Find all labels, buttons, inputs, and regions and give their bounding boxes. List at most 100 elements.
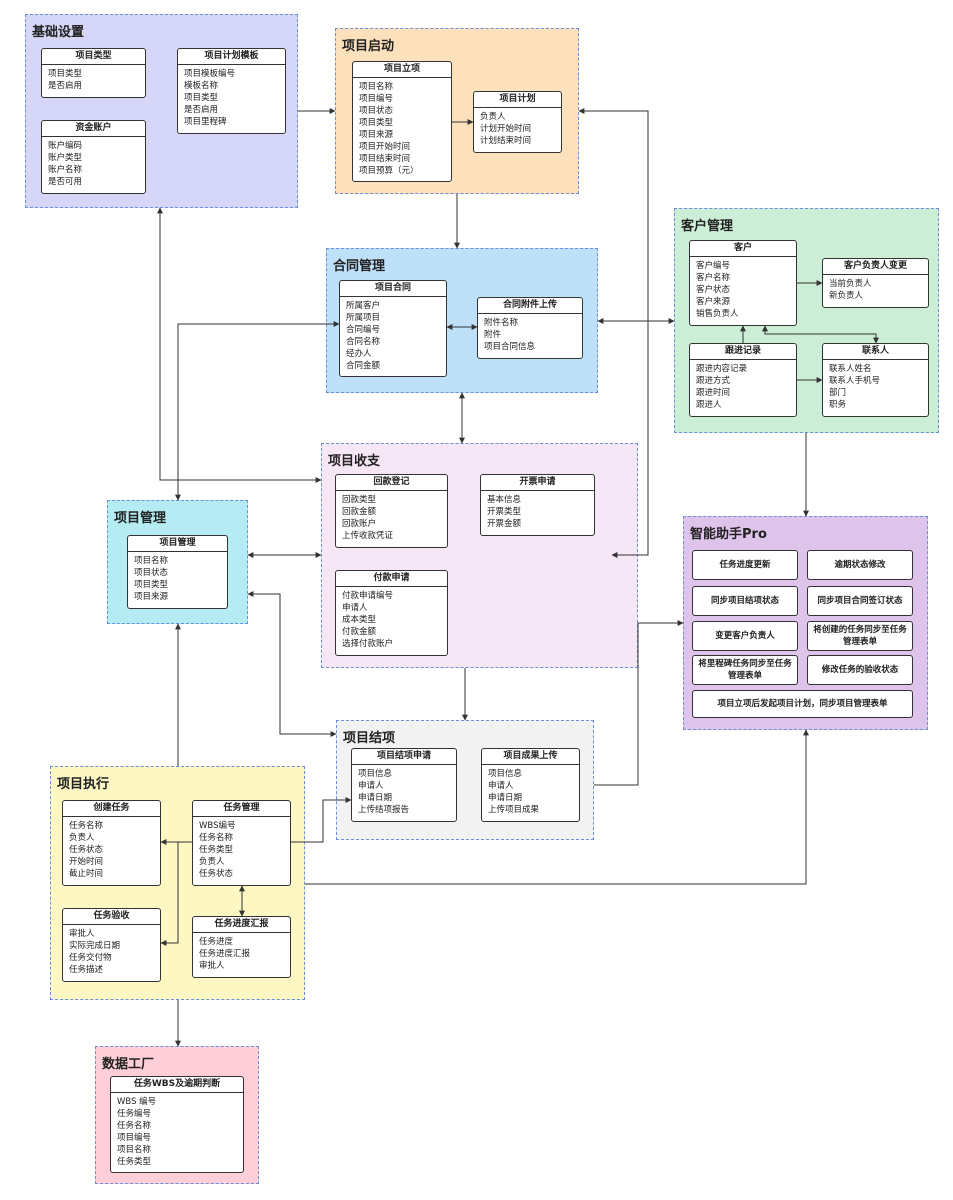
sync-contract-sign-button[interactable]: 同步项目合同签订状态 <box>807 586 913 616</box>
change-customer-owner-button[interactable]: 变更客户负责人 <box>692 621 798 651</box>
entity-attribute: 回款账户 <box>342 519 377 529</box>
entity-attribute: 上传结项报告 <box>358 805 410 815</box>
entity-attribute: 任务名称 <box>117 1121 152 1131</box>
entity-attribute: 回款金额 <box>342 507 377 517</box>
entity-attribute: 项目里程碑 <box>184 117 227 127</box>
entity-owner-change: 客户负责人变更 当前负责人新负责人 <box>822 258 929 308</box>
entity-title: 客户负责人变更 <box>823 259 928 275</box>
entity-attribute: 所属客户 <box>346 301 381 311</box>
entity-attribute: 账户名称 <box>48 165 83 175</box>
entity-attribute: 申请人 <box>488 781 514 791</box>
entity-attribute: 项目信息 <box>358 769 393 779</box>
entity-attribute: 附件 <box>484 330 502 340</box>
entity-attribute: 负责人 <box>480 112 506 122</box>
entity-title: 付款申请 <box>336 571 447 587</box>
entity-attribute: 开票类型 <box>487 507 522 517</box>
plan-after-setup-button[interactable]: 项目立项后发起项目计划，同步项目管理表单 <box>692 690 913 718</box>
entity-attribute: 项目类型 <box>184 93 219 103</box>
entity-create-task: 创建任务 任务名称负责人任务状态开始时间截止时间 <box>62 800 161 886</box>
entity-payment-record: 回款登记 回款类型回款金额回款账户上传收款凭证 <box>335 474 448 548</box>
entity-attribute: 经办人 <box>346 349 372 359</box>
entity-attribute: 项目类型 <box>48 69 83 79</box>
edge-closing-assistant <box>594 620 684 786</box>
entity-attribute: 基本信息 <box>487 495 522 505</box>
entity-title: 项目计划 <box>474 92 561 108</box>
sync-created-tasks-button[interactable]: 将创建的任务同步至任务管理表单 <box>807 621 913 651</box>
entity-attribute: 项目开始时间 <box>359 142 411 152</box>
entity-attribute: 项目结束时间 <box>359 154 411 164</box>
entity-attribute: 项目预算（元） <box>359 166 419 176</box>
group-title: 项目结项 <box>343 731 396 746</box>
task-progress-update-button[interactable]: 任务进度更新 <box>692 550 798 580</box>
group-title: 项目收支 <box>328 454 381 469</box>
entity-attribute: 项目合同信息 <box>484 342 536 352</box>
entity-attribute: 项目类型 <box>359 118 394 128</box>
edge-launch-finance <box>578 108 649 558</box>
modify-acceptance-button[interactable]: 修改任务的验收状态 <box>807 655 913 685</box>
entity-attribute: 附件名称 <box>484 318 519 328</box>
group-title: 项目启动 <box>342 39 395 54</box>
entity-title: 项目合同 <box>340 281 446 297</box>
group-title: 合同管理 <box>333 259 386 274</box>
entity-title: 项目立项 <box>353 62 451 78</box>
entity-invoice-request: 开票申请 基本信息开票类型开票金额 <box>480 474 595 536</box>
entity-attribute: 回款类型 <box>342 495 377 505</box>
entity-attribute: 任务类型 <box>117 1157 152 1167</box>
entity-attribute: 项目编号 <box>117 1133 152 1143</box>
edge-customer-contact <box>762 325 879 344</box>
entity-attribute: 客户名称 <box>696 273 731 283</box>
edge-basic-finance <box>157 207 322 483</box>
entity-attribute: 申请日期 <box>358 793 393 803</box>
entity-attribute: 是否启用 <box>48 81 83 91</box>
entity-attribute: 跟进人 <box>696 400 722 410</box>
entity-attribute: 项目编号 <box>359 94 394 104</box>
entity-title: 项目结项申请 <box>352 749 456 765</box>
entity-attribute: 项目状态 <box>134 568 169 578</box>
entity-attribute: 实际完成日期 <box>69 941 121 951</box>
entity-attribute: 申请日期 <box>488 793 523 803</box>
entity-title: 项目计划模板 <box>178 49 285 65</box>
sync-closing-status-button[interactable]: 同步项目结项状态 <box>692 586 798 616</box>
entity-attribute: 职务 <box>829 400 847 410</box>
entity-task-management: 任务管理 WBS编号任务名称任务类型负责人任务状态 <box>192 800 291 886</box>
sync-milestone-tasks-button[interactable]: 将里程碑任务同步至任务管理表单 <box>692 655 798 685</box>
overdue-status-button[interactable]: 逾期状态修改 <box>807 550 913 580</box>
entity-title: 任务进度汇报 <box>193 917 290 933</box>
entity-attribute: 客户来源 <box>696 297 731 307</box>
group-title: 项目执行 <box>57 777 110 792</box>
entity-title: 联系人 <box>823 344 928 360</box>
entity-follow-up: 跟进记录 跟进内容记录跟进方式跟进时间跟进人 <box>689 343 797 417</box>
entity-attribute: 客户编号 <box>696 261 731 271</box>
entity-attribute: 项目模板编号 <box>184 69 236 79</box>
entity-attribute: 部门 <box>829 388 847 398</box>
entity-title: 资金账户 <box>42 121 145 137</box>
entity-fund-account: 资金账户 账户编码账户类型账户名称是否可用 <box>41 120 146 194</box>
entity-attribute: 任务描述 <box>69 965 104 975</box>
entity-project-plan: 项目计划 负责人计划开始时间计划结束时间 <box>473 91 562 153</box>
entity-title: 任务管理 <box>193 801 290 817</box>
entity-attribute: 合同名称 <box>346 337 381 347</box>
entity-attribute: 任务名称 <box>69 821 104 831</box>
entity-attribute: 开票金额 <box>487 519 522 529</box>
entity-attribute: 合同金额 <box>346 361 381 371</box>
entity-attribute: 新负责人 <box>829 291 864 301</box>
entity-attribute: 项目状态 <box>359 106 394 116</box>
entity-attribute: 负责人 <box>199 857 225 867</box>
entity-attribute: 任务状态 <box>69 845 104 855</box>
entity-title: 项目类型 <box>42 49 145 65</box>
entity-title: 开票申请 <box>481 475 594 491</box>
entity-attribute: 跟进内容记录 <box>696 364 748 374</box>
entity-attribute: 计划开始时间 <box>480 124 532 134</box>
entity-attribute: 销售负责人 <box>696 309 739 319</box>
entity-attribute: 成本类型 <box>342 615 377 625</box>
entity-attribute: 所属项目 <box>346 313 381 323</box>
edge-taskmgmt-closing <box>291 797 352 843</box>
entity-attribute: 任务进度汇报 <box>199 949 251 959</box>
entity-title: 跟进记录 <box>690 344 796 360</box>
entity-title: 任务WBS及逾期判断 <box>111 1077 243 1093</box>
group-title: 基础设置 <box>32 25 85 40</box>
entity-title: 回款登记 <box>336 475 447 491</box>
entity-attribute: 账户编码 <box>48 141 83 151</box>
entity-project-setup: 项目立项 项目名称项目编号项目状态项目类型项目来源项目开始时间项目结束时间项目预… <box>352 61 452 182</box>
